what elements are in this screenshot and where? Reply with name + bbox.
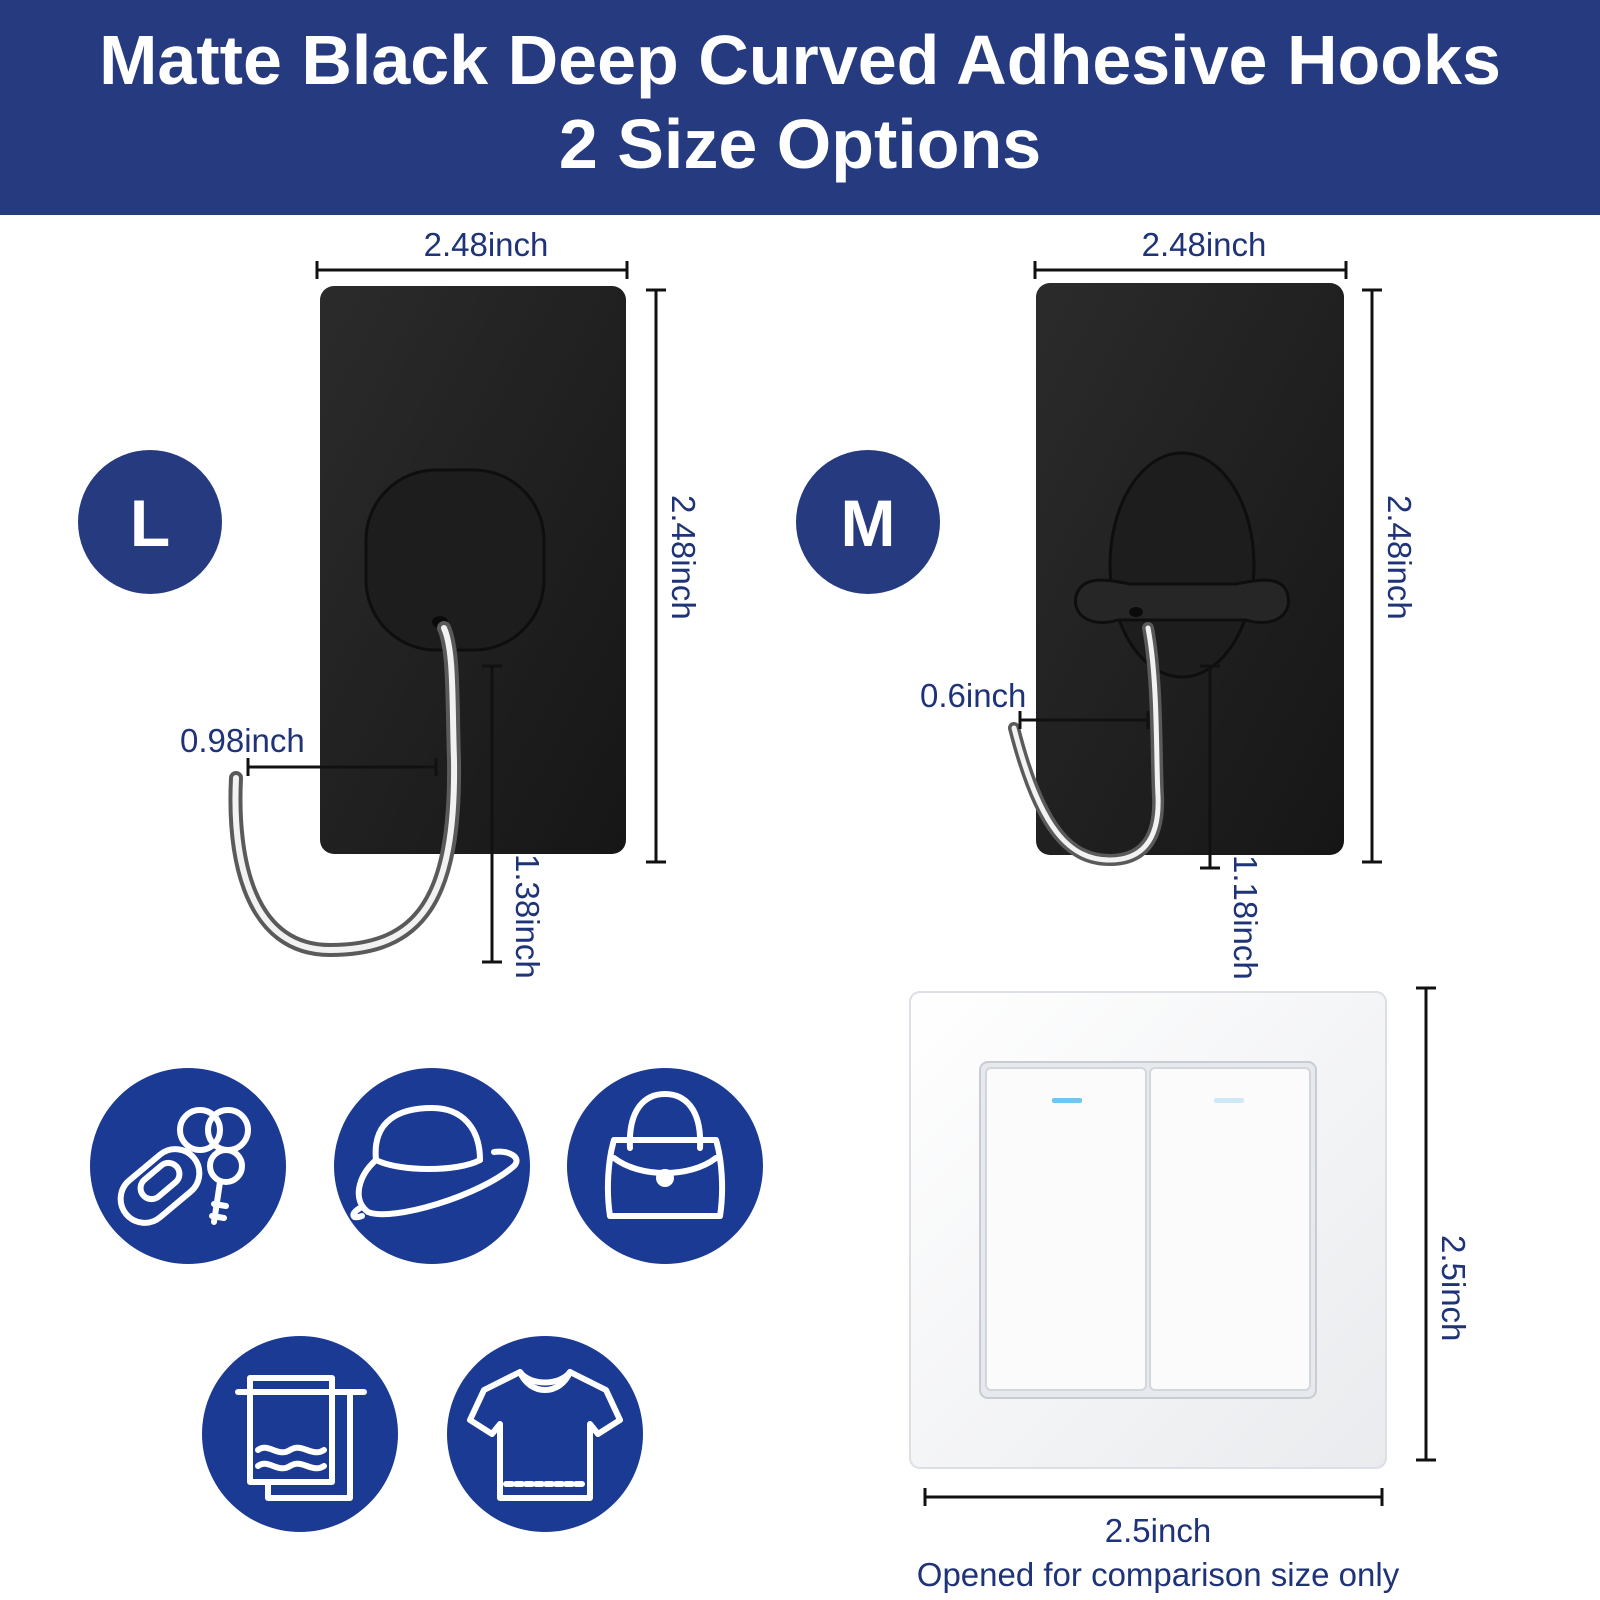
light-switch: 2.5inch: [909, 986, 1472, 1506]
hook-length-label: 1.18inch: [1227, 855, 1264, 980]
height-dimension: [1362, 288, 1382, 864]
depth-label: 0.6inch: [920, 677, 1026, 714]
switch-rocker-left: [985, 1067, 1147, 1391]
height-label: 2.48inch: [665, 495, 702, 620]
towel-icon: [202, 1336, 398, 1532]
size-badge-medium: [796, 450, 940, 594]
bag-icon: [567, 1068, 763, 1264]
switch-rocker-right: [1149, 1067, 1311, 1391]
use-icons: [90, 1068, 763, 1532]
indicator-light: [1052, 1098, 1082, 1103]
page-title: Matte Black Deep Curved Adhesive Hooks: [99, 21, 1501, 99]
hook-length-dimension: [482, 664, 502, 964]
hook-collar: [1074, 578, 1290, 624]
size-badge-label: L: [130, 486, 170, 560]
comparison-caption: Opened for comparison size only: [917, 1556, 1400, 1593]
header-banner: Matte Black Deep Curved Adhesive Hooks 2…: [0, 0, 1600, 215]
hook-large: L 2.48inch 2.48inch 0.98inch: [78, 226, 702, 979]
width-label: 2.48inch: [1142, 226, 1267, 263]
hook-length-label: 1.38inch: [509, 854, 546, 979]
hook-length-dimension: [1200, 664, 1220, 870]
height-label: 2.48inch: [1381, 495, 1418, 620]
size-badge-large: [78, 450, 222, 594]
hook-base: [1108, 451, 1256, 679]
switch-height-label: 2.5inch: [1435, 1235, 1472, 1341]
hat-icon: [334, 1068, 530, 1264]
depth-dimension: [1018, 711, 1150, 729]
depth-dimension: [246, 758, 438, 776]
height-dimension: [646, 288, 666, 864]
indicator-light: [1214, 1098, 1244, 1103]
page-subtitle: 2 Size Options: [558, 105, 1042, 183]
width-dimension: [1033, 261, 1348, 279]
switch-height-dimension: [1416, 986, 1436, 1462]
width-dimension: [315, 261, 629, 279]
hook-medium: M 2.48inch 2.48inch 0.6inch: [796, 226, 1418, 980]
hook-base: [364, 468, 546, 652]
width-label: 2.48inch: [424, 226, 549, 263]
depth-label: 0.98inch: [180, 722, 305, 759]
keys-icon: [90, 1068, 286, 1264]
size-badge-label: M: [841, 486, 896, 560]
tshirt-icon: [447, 1336, 643, 1532]
switch-width-label: 2.5inch: [1105, 1512, 1211, 1549]
switch-width-dimension: [923, 1488, 1384, 1506]
